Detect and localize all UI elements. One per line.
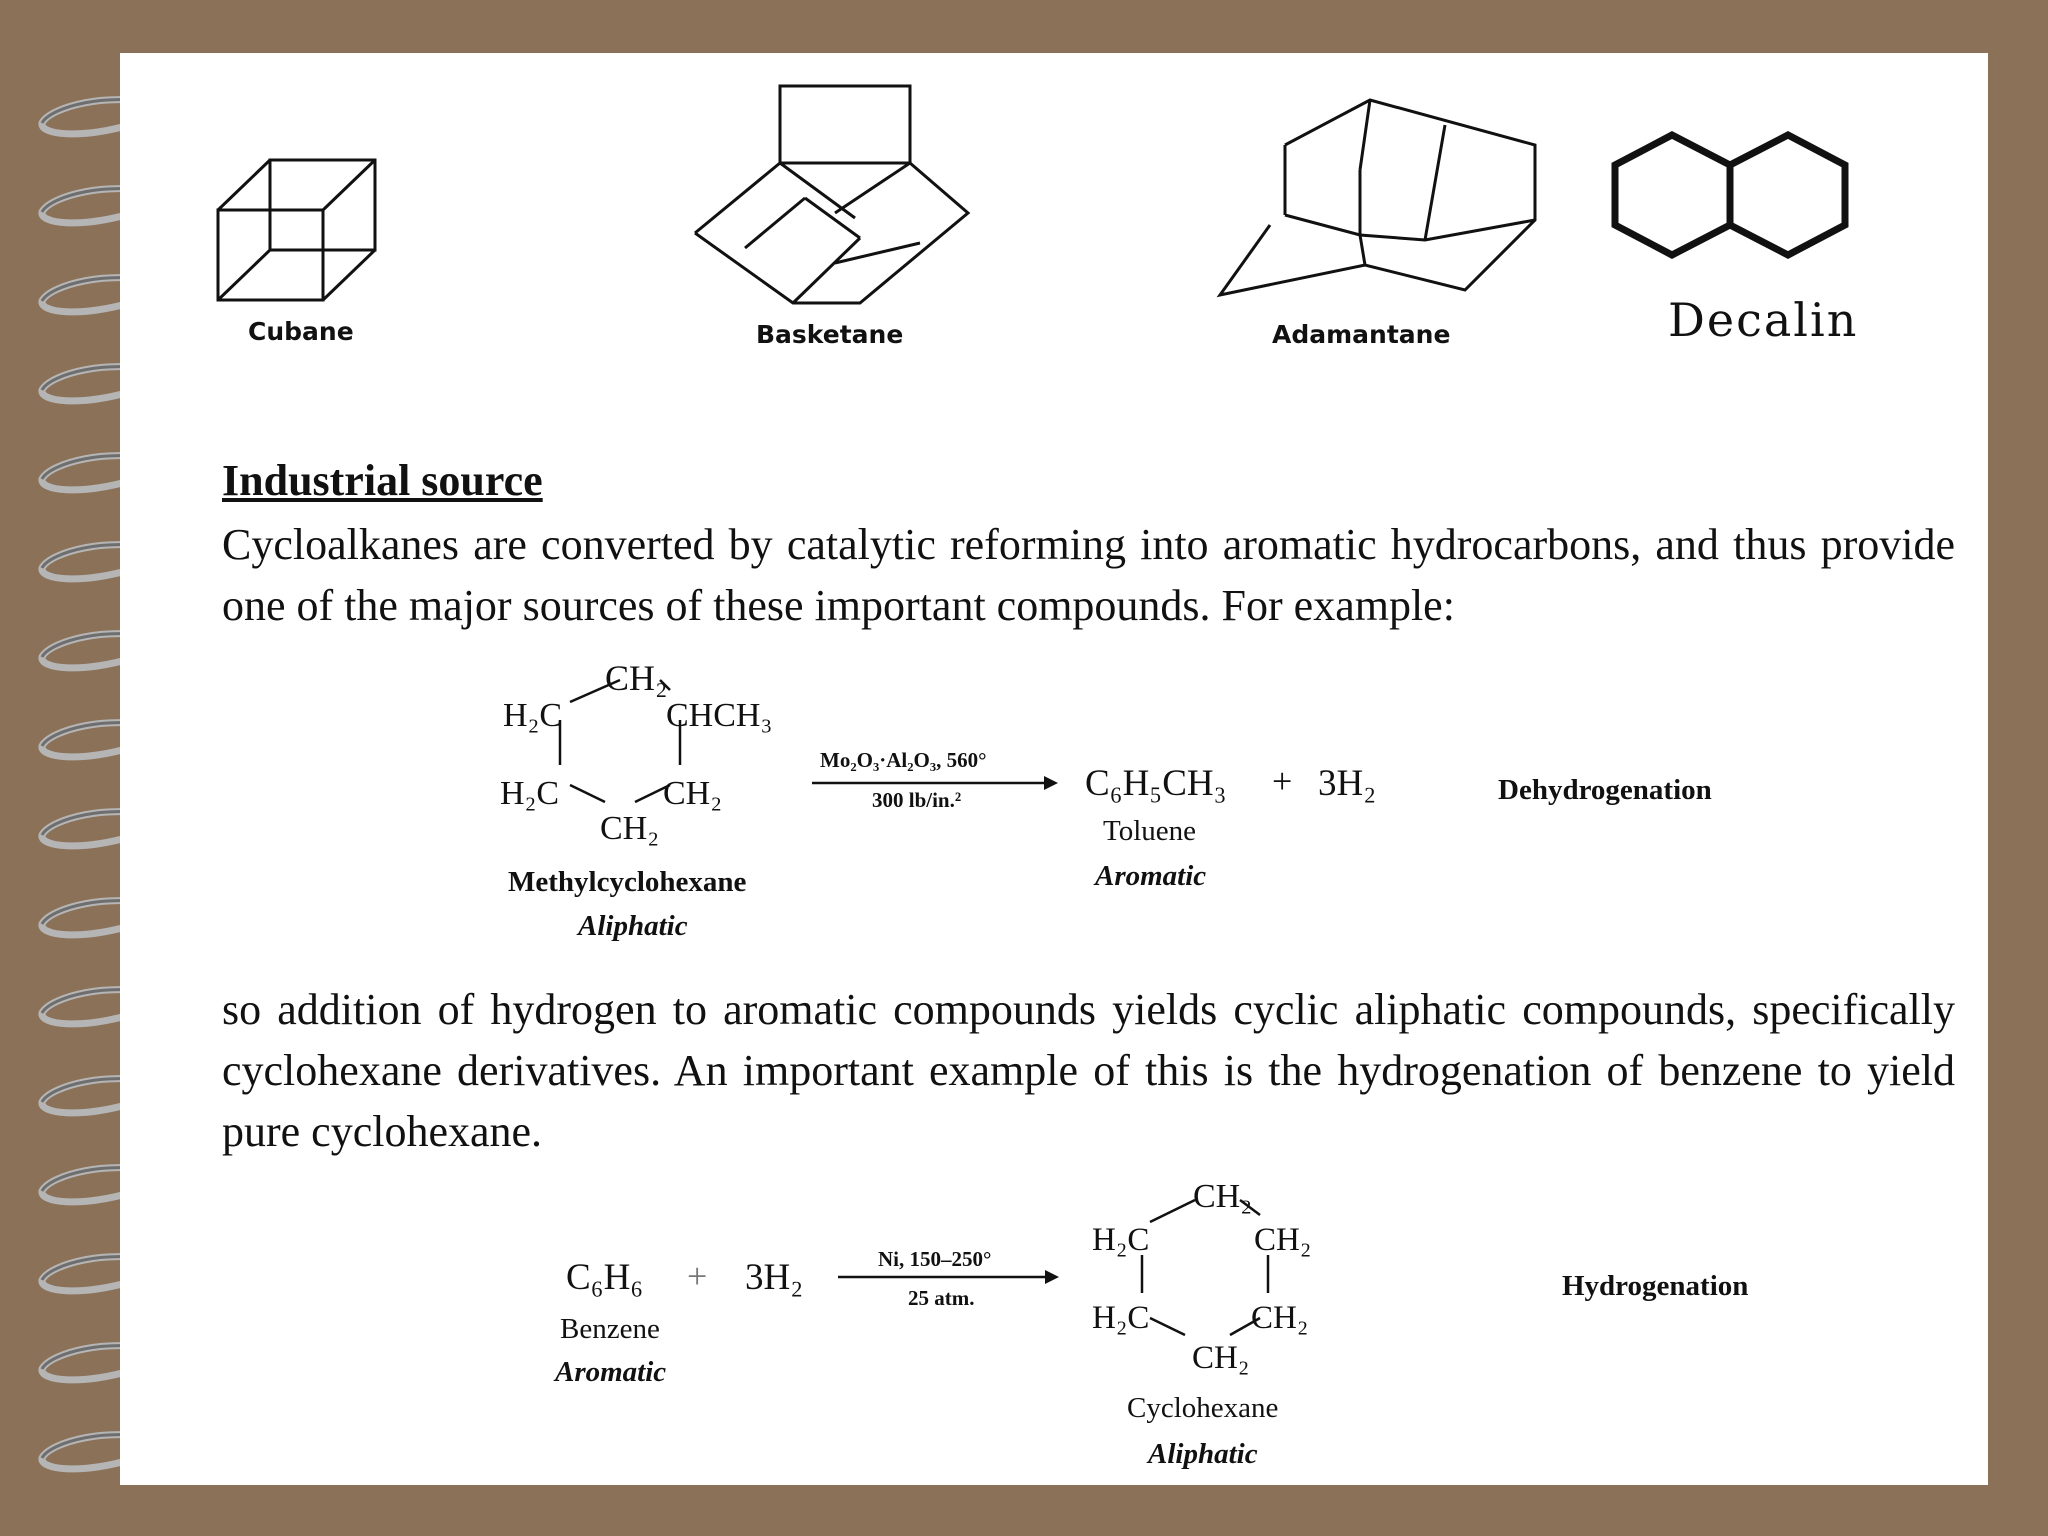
cubane-label: Cubane [248, 317, 354, 346]
r1-product-name: Toluene [1103, 815, 1196, 847]
basketane-structure [694, 84, 971, 305]
r2-arrow [838, 1270, 1059, 1284]
r2-reactant: C₆H₆ [566, 1257, 644, 1298]
cyclohexane-ring [1140, 1198, 1270, 1337]
r1-condition-top: Mo₂O₃·Al₂O₃, 560° [820, 748, 987, 772]
r1-reactant-name: Methylcyclohexane [508, 866, 747, 898]
adamantane-label: Adamantane [1272, 320, 1451, 349]
r2-ring-upper-left: H₂C [1092, 1222, 1150, 1258]
decalin-label: Decalin [1668, 293, 1859, 347]
r2-ring-upper-right: CH₂ [1254, 1222, 1312, 1258]
adamantane-structure [1216, 98, 1537, 298]
r2-ring-top: CH₂ [1193, 1178, 1253, 1215]
r1-ring-bottom: CH₂ [600, 810, 660, 847]
hydrogenation-paragraph: so addition of hydrogen to aromatic comp… [222, 985, 1955, 1156]
r2-reaction-type: Hydrogenation [1562, 1270, 1749, 1302]
section-heading: Industrial source [222, 456, 543, 505]
r2-plus: + [687, 1256, 708, 1296]
r1-ring-upper-left: H₂C [503, 697, 563, 734]
cubane-structure [216, 158, 377, 302]
r2-ring-bottom: CH₂ [1192, 1340, 1250, 1376]
r1-arrow [812, 776, 1058, 790]
r1-plus: + [1272, 761, 1293, 801]
r1-ring-top: CH₂ [605, 658, 668, 698]
r1-ring-lower-right: CH₂ [663, 775, 723, 812]
r1-product-class: Aromatic [1095, 860, 1207, 892]
notebook-page [120, 53, 1988, 1485]
r2-reagent: 3H₂ [745, 1257, 804, 1298]
r2-ring-lower-left: H₂C [1092, 1300, 1150, 1336]
r1-ring-lower-left: H₂C [500, 775, 560, 812]
r2-reactant-name: Benzene [560, 1313, 660, 1345]
r1-ring-upper-right: CHCH₃ [666, 697, 773, 734]
r1-condition-bottom: 300 lb/in.² [872, 788, 962, 812]
r1-product: C₆H₅CH₃ [1085, 763, 1227, 804]
methylcyclohexane-ring [558, 678, 682, 804]
decalin-structure [1611, 131, 1849, 259]
basketane-label: Basketane [756, 320, 904, 349]
r1-reactant-class: Aliphatic [578, 910, 688, 942]
r2-product-name: Cyclohexane [1127, 1392, 1279, 1424]
r2-reactant-class: Aromatic [555, 1356, 667, 1388]
r2-condition-top: Ni, 150–250° [878, 1247, 992, 1271]
r2-product-class: Aliphatic [1148, 1438, 1258, 1470]
r1-reaction-type: Dehydrogenation [1498, 774, 1712, 806]
r1-byproduct: 3H₂ [1318, 763, 1377, 804]
intro-paragraph: Cycloalkanes are converted by catalytic … [222, 520, 1955, 630]
r2-condition-bottom: 25 atm. [908, 1286, 975, 1310]
r2-ring-lower-right: CH₂ [1251, 1300, 1309, 1336]
